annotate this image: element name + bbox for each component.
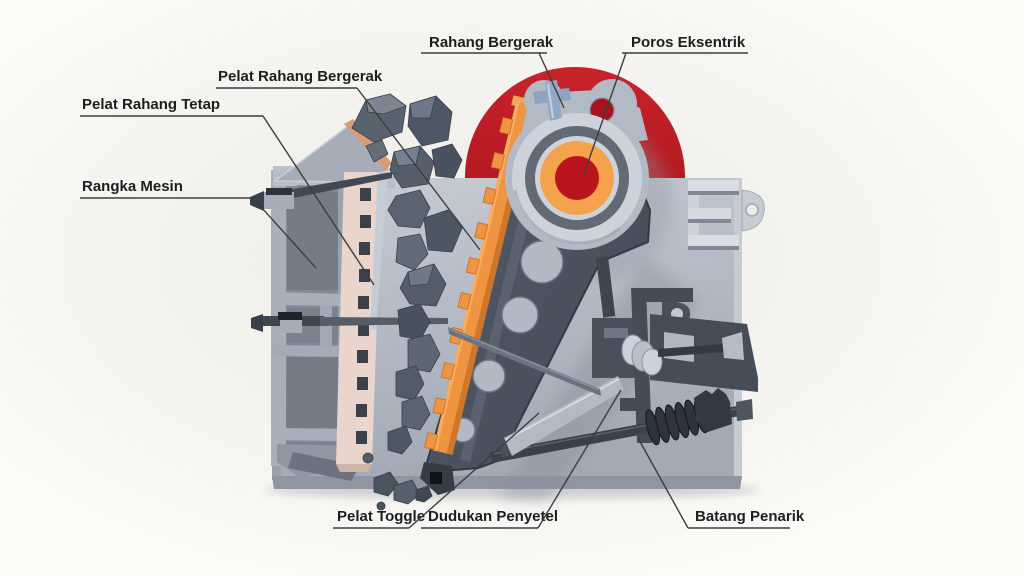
label-text: Batang Penarik <box>695 508 805 525</box>
spring-retainer <box>694 388 732 432</box>
label-leader <box>583 52 627 175</box>
label-pelat-rahang-bergerak: Pelat Rahang Bergerak <box>216 68 481 251</box>
shaft-center <box>555 156 599 200</box>
label-leader <box>356 87 481 251</box>
lug-hole-top <box>745 203 759 217</box>
jaw-hole <box>472 359 506 393</box>
eccentric-bearing <box>505 79 649 250</box>
pull-rod-assembly <box>490 388 753 463</box>
tie-rod-highlight <box>448 328 600 391</box>
label-text: Pelat Rahang Tetap <box>82 96 220 113</box>
label-leader <box>538 52 565 109</box>
label-text: Dudukan Penyetel <box>428 508 558 525</box>
label-pelat-toggle: Pelat Toggle <box>333 412 540 529</box>
toggle-seat-assembly <box>592 256 758 443</box>
label-batang-penarik: Batang Penarik <box>637 437 805 529</box>
label-pelat-rahang-tetap: Pelat Rahang Tetap <box>80 96 375 286</box>
label-leader <box>252 197 317 269</box>
jaw-shadow <box>498 258 700 502</box>
label-poros-eksentrik: Poros Eksentrik <box>583 34 748 175</box>
rock-fragments <box>373 471 433 511</box>
label-text: Rahang Bergerak <box>429 34 554 51</box>
piston-rod <box>533 80 571 121</box>
adjuster-screw <box>658 344 724 357</box>
label-rahang-bergerak: Rahang Bergerak <box>421 34 565 109</box>
label-leader <box>537 389 622 529</box>
hanger-rod <box>596 256 616 324</box>
label-dudukan-penyetel: Dudukan Penyetel <box>421 389 622 529</box>
label-rangka-mesin: Rangka Mesin <box>80 178 317 269</box>
label-text: Poros Eksentrik <box>631 34 746 51</box>
jaw-foot <box>420 462 455 495</box>
labels: Rahang Bergerak Poros Eksentrik Pelat Ra… <box>80 34 805 529</box>
body-rib-detail <box>688 180 739 250</box>
label-text: Pelat Rahang Bergerak <box>218 68 383 85</box>
jaw-hole <box>520 240 564 284</box>
label-leader <box>408 412 540 529</box>
jaw-hole <box>501 296 539 334</box>
label-leader <box>637 437 689 529</box>
label-leader <box>262 115 375 286</box>
label-text: Rangka Mesin <box>82 178 183 195</box>
rocks <box>351 93 463 464</box>
label-text: Pelat Toggle <box>337 508 425 525</box>
